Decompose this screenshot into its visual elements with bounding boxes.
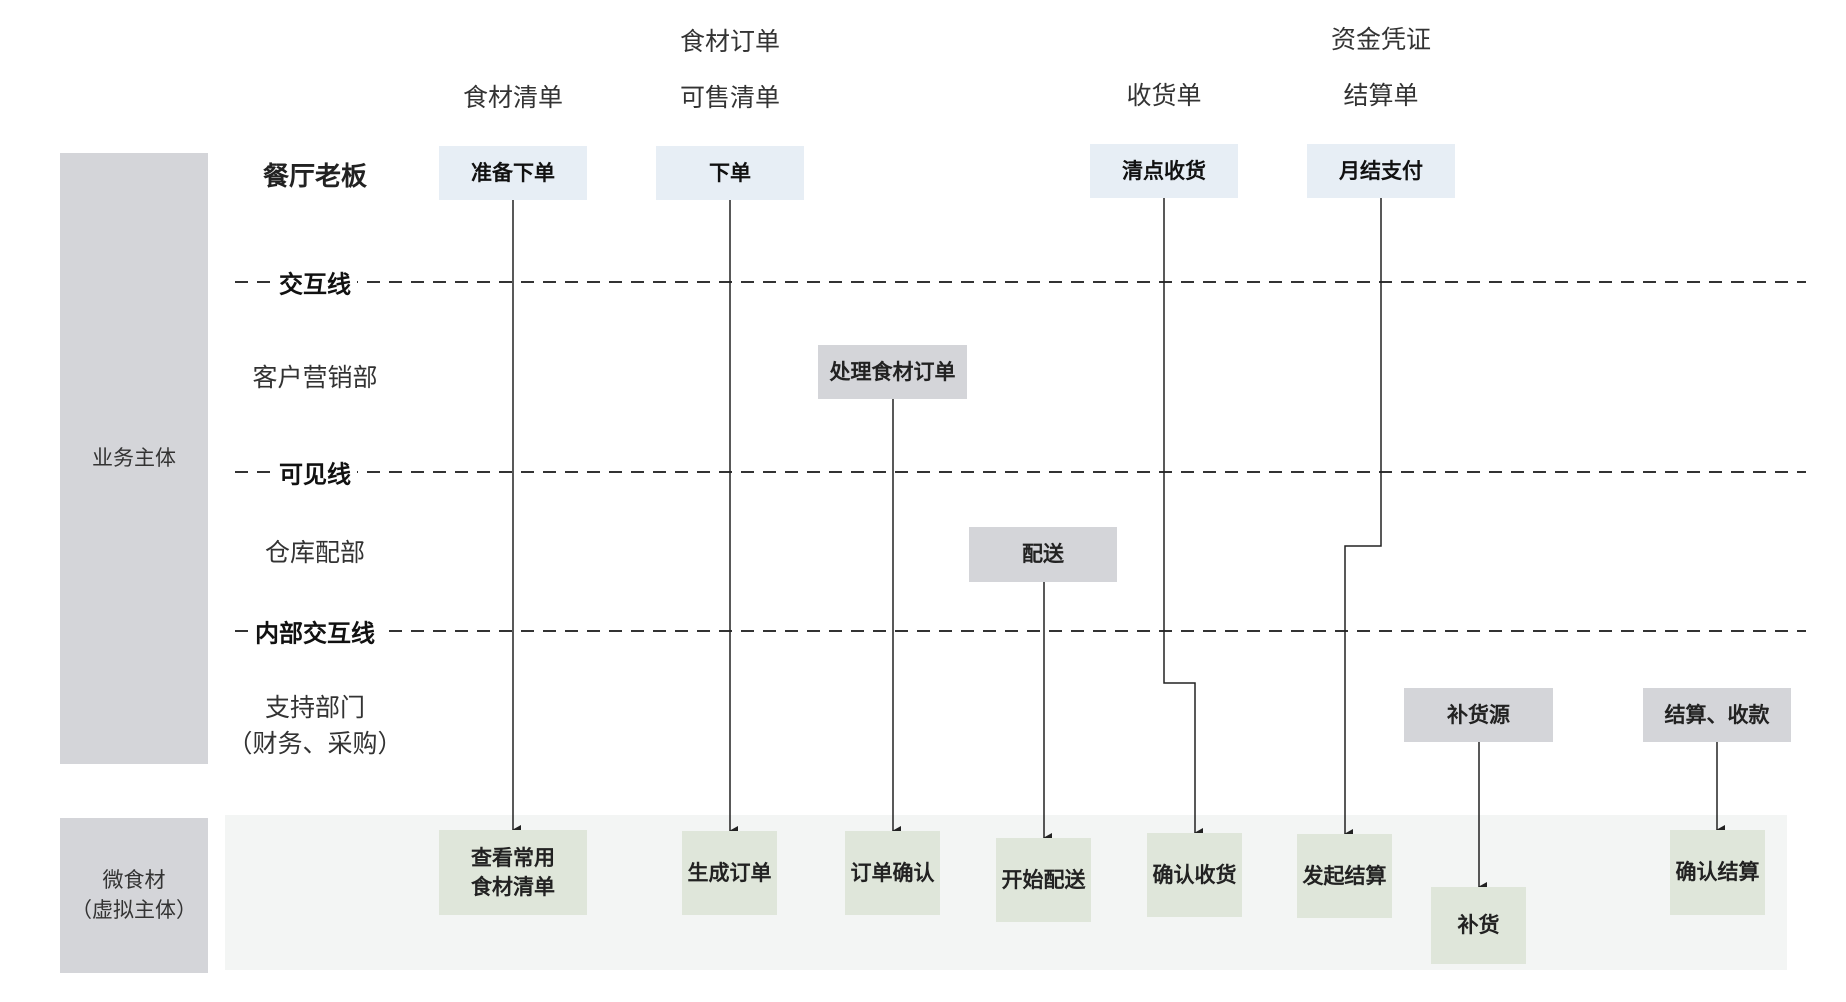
step-view-common-list: 查看常用 食材清单 (439, 830, 587, 915)
doc-receipt: 收货单 (1126, 81, 1202, 110)
lane-customer-marketing: 客户营销部 (252, 363, 378, 392)
step-restock: 补货 (1431, 887, 1526, 964)
step-place-order: 下单 (656, 146, 804, 200)
step-process-ingredient-order: 处理食材订单 (818, 345, 967, 399)
step-order-confirm: 订单确认 (845, 831, 940, 915)
step-monthly-payment: 月结支付 (1307, 144, 1455, 198)
step-confirm-receipt: 确认收货 (1147, 833, 1242, 917)
doc-saleable-list: 可售清单 (679, 83, 781, 112)
doc-fund-voucher: 资金凭证 (1330, 25, 1432, 54)
arrow-pay-to-settle (1344, 198, 1382, 839)
label-visible-line: 可见线 (273, 454, 357, 490)
doc-statement: 结算单 (1343, 81, 1419, 110)
step-prepare-order: 准备下单 (439, 146, 587, 200)
band-business-entity: 业务主体 (60, 153, 208, 764)
arrow-check-to-confirm-receipt (1163, 198, 1203, 838)
step-restock-source: 补货源 (1404, 688, 1553, 742)
step-deliver: 配送 (969, 527, 1117, 582)
lane-support-departments: 支持部门 （财务、采购） (227, 693, 403, 759)
step-settle-collect: 结算、收款 (1643, 688, 1791, 742)
step-initiate-settlement: 发起结算 (1297, 834, 1392, 918)
label-interaction-line: 交互线 (273, 264, 357, 300)
step-check-receipt: 清点收货 (1090, 144, 1238, 198)
label-internal-interaction-line: 内部交互线 (249, 613, 381, 649)
step-start-delivery: 开始配送 (996, 838, 1091, 922)
step-confirm-settlement: 确认结算 (1670, 830, 1765, 915)
step-generate-order: 生成订单 (682, 831, 777, 915)
lane-restaurant-owner: 餐厅老板 (262, 162, 368, 192)
doc-ingredient-list: 食材清单 (462, 83, 564, 112)
lane-warehouse-distribution: 仓库配部 (264, 538, 366, 567)
doc-ingredient-order: 食材订单 (679, 27, 781, 56)
band-virtual-entity: 微食材 （虚拟主体） (60, 818, 208, 973)
